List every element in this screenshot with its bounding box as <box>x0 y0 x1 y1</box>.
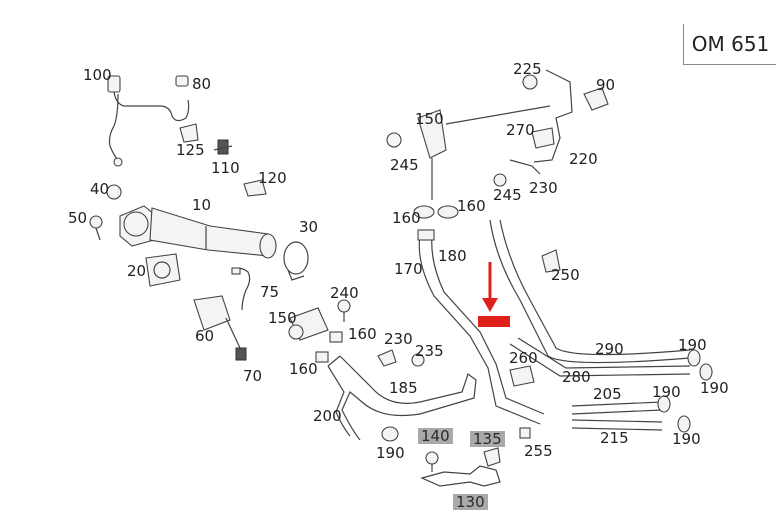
model-label: OM 651 <box>683 24 776 65</box>
clamp-160-c <box>413 205 435 219</box>
callout-75[interactable]: 75 <box>260 283 280 301</box>
clamp-190-d <box>657 395 671 413</box>
sensor-110 <box>213 139 233 155</box>
clamp-190-c <box>699 363 713 381</box>
callout-30[interactable]: 30 <box>299 218 319 236</box>
callout-270[interactable]: 270 <box>506 121 535 139</box>
bracket-260 <box>509 365 535 387</box>
gasket-20 <box>145 253 181 287</box>
callout-120[interactable]: 120 <box>258 169 287 187</box>
callout-190-c[interactable]: 190 <box>700 379 729 397</box>
sensor-70 <box>235 347 247 361</box>
hose-200 <box>327 355 477 441</box>
clamp-190-e <box>677 415 691 433</box>
bracket-130 <box>420 465 501 487</box>
callout-60[interactable]: 60 <box>195 327 215 345</box>
pipe-205 <box>571 401 663 415</box>
callout-100[interactable]: 100 <box>83 66 112 84</box>
callout-250[interactable]: 250 <box>551 266 580 284</box>
callout-110[interactable]: 110 <box>211 159 240 177</box>
callout-260[interactable]: 260 <box>509 349 538 367</box>
clip-230-left <box>377 349 397 367</box>
callout-130[interactable]: 130 <box>453 494 488 510</box>
callout-150-top[interactable]: 150 <box>415 110 444 128</box>
callout-230-right[interactable]: 230 <box>529 179 558 197</box>
bracket-120 <box>243 179 267 197</box>
clamp-190-b <box>687 349 701 367</box>
nut-245-b <box>493 173 507 187</box>
bracket-220 <box>509 69 609 175</box>
highlight-marker <box>478 316 510 327</box>
callout-90[interactable]: 90 <box>596 76 616 94</box>
callout-80[interactable]: 80 <box>192 75 212 93</box>
callout-140[interactable]: 140 <box>418 428 453 444</box>
valve-135 <box>483 447 501 467</box>
clip-160-a <box>329 331 343 343</box>
callout-290[interactable]: 290 <box>595 340 624 358</box>
callout-135[interactable]: 135 <box>470 431 505 447</box>
callout-235[interactable]: 235 <box>415 342 444 360</box>
callout-160-a[interactable]: 160 <box>348 325 377 343</box>
callout-150-lower[interactable]: 150 <box>268 309 297 327</box>
callout-240[interactable]: 240 <box>330 284 359 302</box>
red-arrow-icon <box>482 262 498 312</box>
nut-245-a <box>386 132 402 148</box>
callout-190-a[interactable]: 190 <box>376 444 405 462</box>
callout-160-b[interactable]: 160 <box>289 360 318 378</box>
clip-160-b <box>315 351 329 363</box>
valve-150-lower <box>288 307 329 341</box>
clamp-160-d <box>437 205 459 219</box>
callout-180[interactable]: 180 <box>438 247 467 265</box>
callout-245-a[interactable]: 245 <box>390 156 419 174</box>
filter-10 <box>119 205 277 259</box>
callout-170[interactable]: 170 <box>394 260 423 278</box>
nut-235 <box>411 353 425 367</box>
callout-255[interactable]: 255 <box>524 442 553 460</box>
callout-205[interactable]: 205 <box>593 385 622 403</box>
bolt-50 <box>89 215 103 241</box>
callout-125[interactable]: 125 <box>176 141 205 159</box>
clamp-30 <box>283 241 309 281</box>
callout-280[interactable]: 280 <box>562 368 591 386</box>
bolt-240 <box>337 299 351 322</box>
clip-250 <box>541 249 561 273</box>
callout-220[interactable]: 220 <box>569 150 598 168</box>
nut-40 <box>106 184 122 200</box>
callout-190-e[interactable]: 190 <box>672 430 701 448</box>
callout-230-left[interactable]: 230 <box>384 330 413 348</box>
callout-200[interactable]: 200 <box>313 407 342 425</box>
callout-190-b[interactable]: 190 <box>678 336 707 354</box>
callout-10[interactable]: 10 <box>192 196 212 214</box>
callout-190-d[interactable]: 190 <box>652 383 681 401</box>
callout-225[interactable]: 225 <box>513 60 542 78</box>
hose-290-280 <box>489 219 691 377</box>
pipe-215 <box>571 419 663 431</box>
sensor-75 <box>231 267 251 311</box>
hose-170-180 <box>417 229 545 425</box>
bolt-140 <box>425 451 439 472</box>
sensor-wire-100 <box>107 75 190 167</box>
callout-70[interactable]: 70 <box>243 367 263 385</box>
sensor-150-top <box>417 105 551 200</box>
callout-185[interactable]: 185 <box>389 379 418 397</box>
callout-160-c[interactable]: 160 <box>392 209 421 227</box>
clip-255 <box>519 427 531 439</box>
callout-245-b[interactable]: 245 <box>493 186 522 204</box>
module-60 <box>193 295 241 349</box>
bracket-125 <box>179 123 199 143</box>
callout-160-d[interactable]: 160 <box>457 197 486 215</box>
callout-215[interactable]: 215 <box>600 429 629 447</box>
clamp-190-a <box>381 426 399 442</box>
callout-50[interactable]: 50 <box>68 209 88 227</box>
callout-40[interactable]: 40 <box>90 180 110 198</box>
callout-20[interactable]: 20 <box>127 262 147 280</box>
